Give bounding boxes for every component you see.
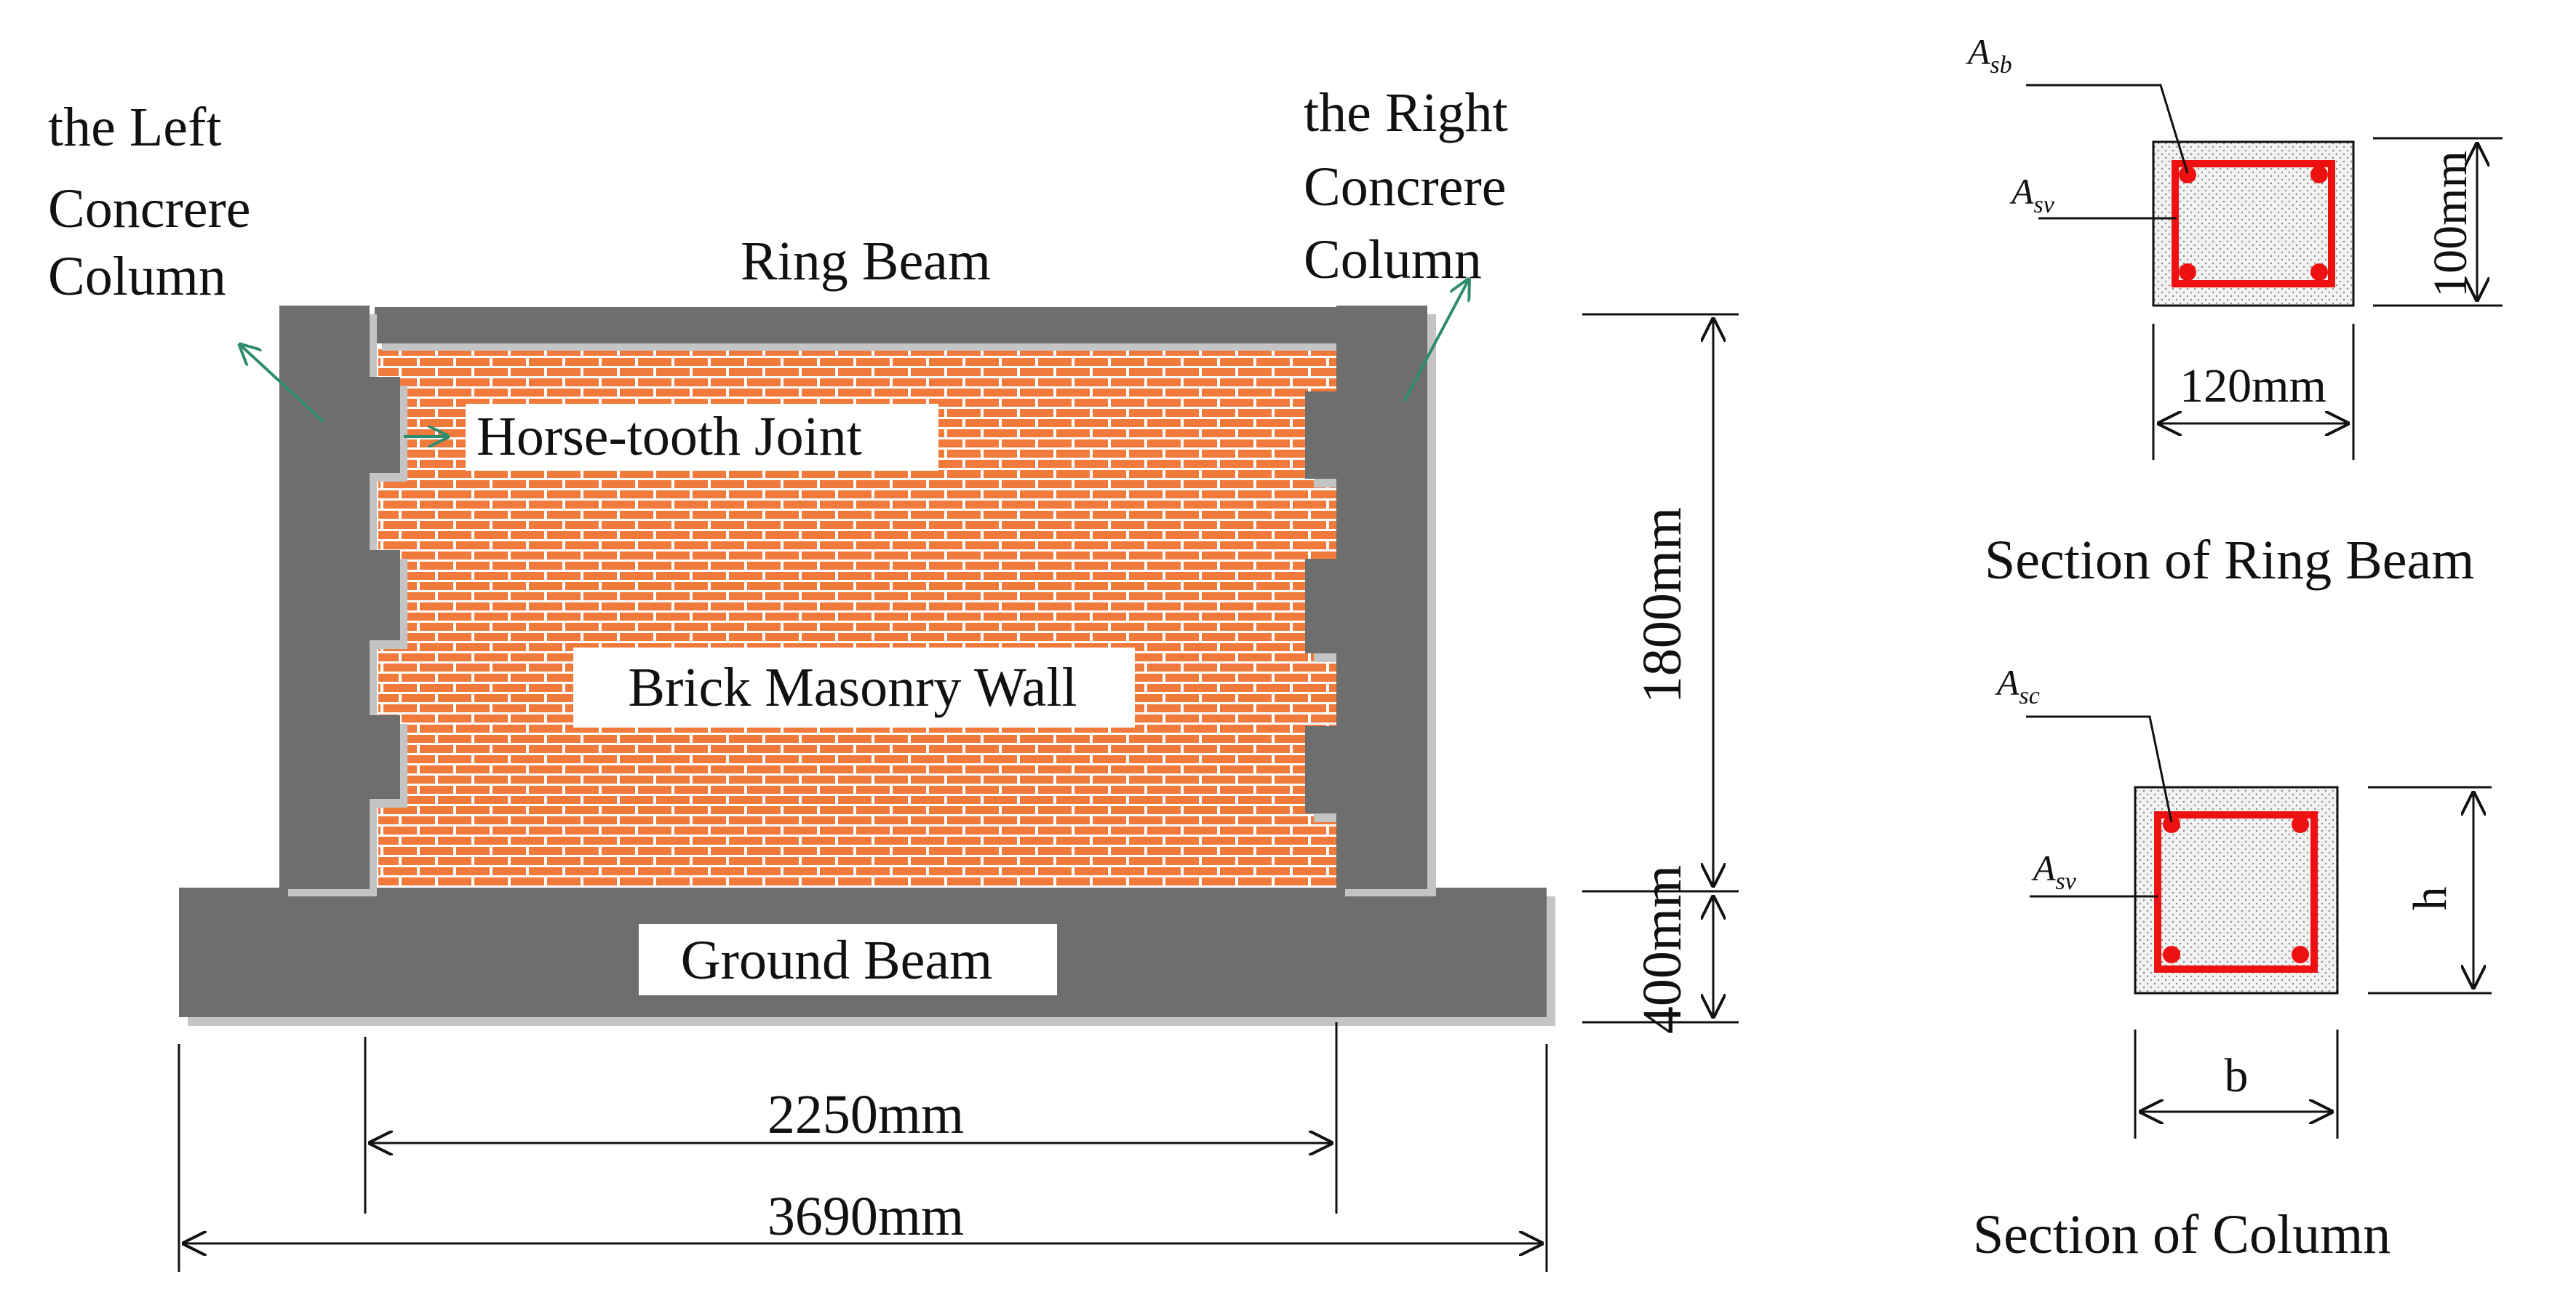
right-column-pointer-arrow — [1403, 278, 1470, 402]
ground-beam-label: Ground Beam — [681, 930, 992, 991]
height-1800-label: 1800mm — [1632, 507, 1693, 704]
right-concrete-column — [1305, 306, 1427, 889]
ring-beam-rebar — [2179, 263, 2196, 281]
ring-beam-section-title: Section of Ring Beam — [1985, 530, 2474, 591]
ring-beam-rebar — [2179, 166, 2196, 183]
left-concrete-column — [279, 306, 400, 889]
column-stirrup — [2154, 811, 2318, 973]
column-height-label: h — [2404, 887, 2457, 911]
asb-label: Asb — [1966, 31, 2012, 79]
span-2250-label: 2250mm — [767, 1084, 964, 1145]
horse-tooth-joint-label: Horse-tooth Joint — [476, 406, 862, 467]
ring-beam-label: Ring Beam — [741, 231, 991, 292]
column-rebar — [2292, 816, 2309, 833]
right-column-label: the Right Concrere Column — [1304, 82, 1522, 290]
column-width-label: b — [2225, 1049, 2249, 1102]
column-rebar — [2163, 816, 2180, 833]
asv-label-ring-beam: Asv — [2009, 171, 2055, 218]
column-rebar — [2292, 946, 2309, 963]
brick-wall-label: Brick Masonry Wall — [628, 657, 1077, 718]
length-3690-label: 3690mm — [767, 1186, 964, 1247]
ring-beam-section: Asb Asv 100mm 120mm Section of Ring Beam — [1966, 31, 2503, 591]
ring-beam-rebar — [2310, 166, 2328, 183]
column-rebar — [2163, 946, 2180, 963]
ring-beam-width-label: 120mm — [2180, 359, 2326, 413]
height-400-label: 400mm — [1632, 865, 1693, 1034]
ring-beam-height-label: 100mm — [2424, 151, 2477, 298]
ring-beam-stirrup — [2172, 160, 2335, 287]
asb-leader-line — [2026, 84, 2189, 174]
ring-beam-rebar — [2310, 263, 2328, 281]
ring-beam — [375, 307, 1339, 343]
left-column-pointer-arrow — [239, 343, 325, 423]
left-column-label: the Left Concrere Column — [48, 97, 265, 307]
elevation-dimensions — [178, 313, 1739, 1272]
column-section: Asc Asv h b Section of Column — [1973, 662, 2492, 1265]
wall-elevation: Ring Beam Horse-tooth Joint Brick Masonr… — [48, 82, 1555, 1026]
asc-leader-line — [2026, 715, 2173, 823]
asc-label: Asc — [1995, 662, 2040, 709]
asv-label-column: Asv — [2031, 848, 2077, 895]
column-section-title: Section of Column — [1973, 1204, 2390, 1265]
